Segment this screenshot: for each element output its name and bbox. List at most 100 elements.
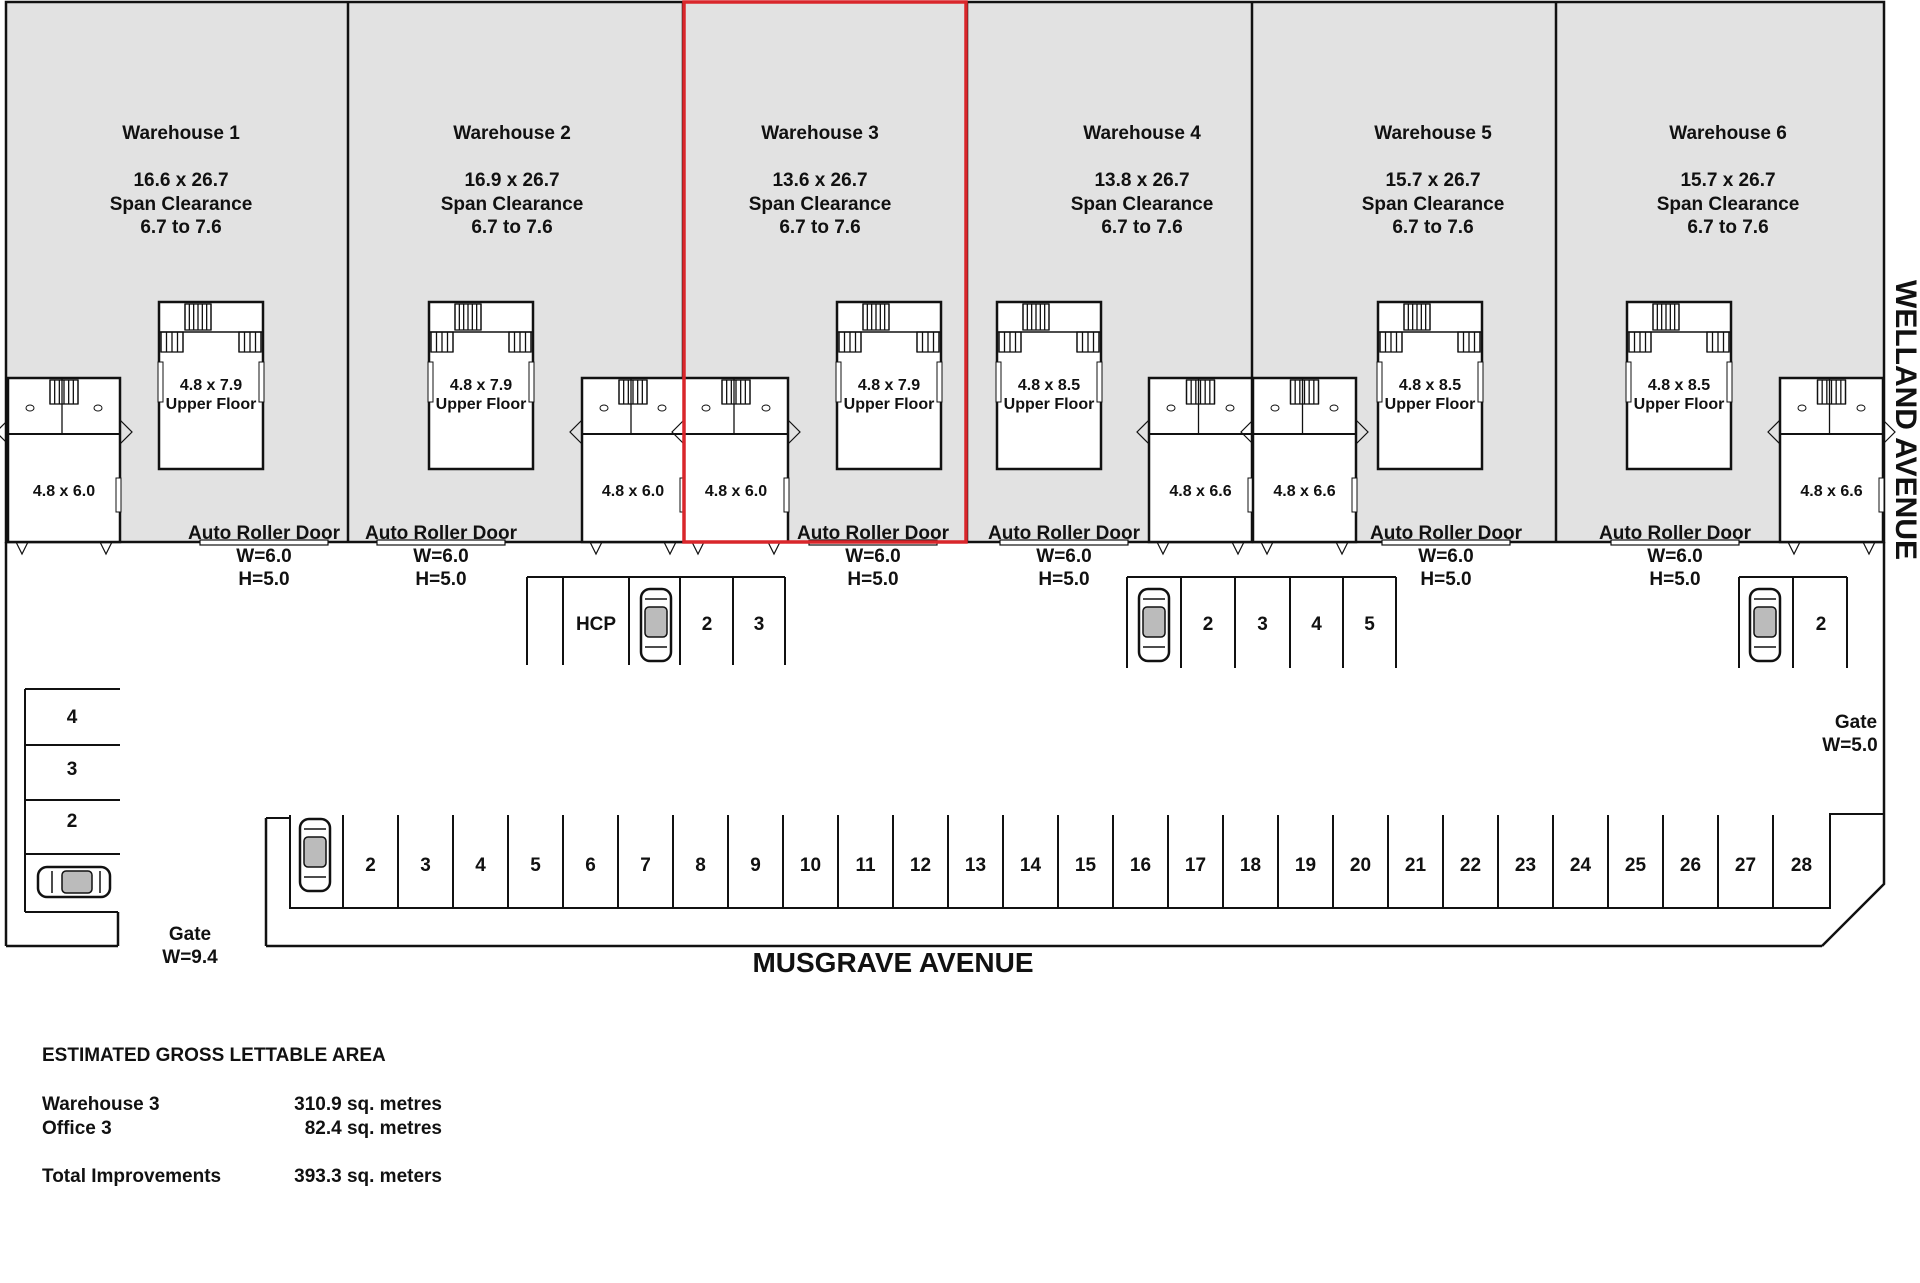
legend-row-total: Total Improvements 393.3 sq. meters <box>42 1165 442 1189</box>
parking-bay-number: 2 <box>365 855 376 876</box>
car-icon <box>298 817 332 893</box>
office-block: 4.8 x 6.0 <box>0 376 133 556</box>
area-legend: ESTIMATED GROSS LETTABLE AREA Warehouse … <box>42 1045 442 1189</box>
office-block: 4.8 x 6.6 <box>1767 376 1896 556</box>
roller-door-width: W=6.0 <box>413 546 468 567</box>
parking-bay-number: 3 <box>754 614 765 635</box>
legend-row-office: Office 3 82.4 sq. metres <box>42 1117 442 1141</box>
parking-group-top: HCP 2 3 <box>526 576 786 665</box>
span-clearance-value: 6.7 to 7.6 <box>1687 217 1768 238</box>
parking-bay-number: 16 <box>1130 855 1151 876</box>
office-block: 4.8 x 6.6 <box>1136 376 1265 556</box>
parking-bay-number: 14 <box>1020 855 1042 876</box>
parking-bay-number: 2 <box>1816 614 1827 635</box>
roller-door-label: Auto Roller Door <box>1599 523 1752 544</box>
span-clearance-value: 6.7 to 7.6 <box>779 217 860 238</box>
gate-right-width: W=5.0 <box>1822 735 1877 756</box>
office-size: 4.8 x 6.6 <box>1273 483 1335 500</box>
warehouse-dimensions: 13.8 x 26.7 <box>1094 170 1189 191</box>
office-block: 4.8 x 6.0 <box>671 376 801 556</box>
site-boundary <box>4 542 1886 948</box>
parking-bay-number: 5 <box>530 855 541 876</box>
upper-floor-label: Upper Floor <box>1634 396 1725 413</box>
legend-row-value: 310.9 sq. metres <box>294 1094 442 1115</box>
warehouse-3-highlight <box>682 0 968 544</box>
parking-bay-number: 15 <box>1075 855 1097 876</box>
roller-door-label: Auto Roller Door <box>365 523 518 544</box>
warehouse-dimensions: 16.9 x 26.7 <box>464 170 559 191</box>
span-clearance-value: 6.7 to 7.6 <box>471 217 552 238</box>
parking-bay-number: 2 <box>67 811 78 832</box>
warehouse-name: Warehouse 1 <box>122 123 240 144</box>
parking-bay-number: 8 <box>695 855 706 876</box>
warehouse-name: Warehouse 3 <box>761 123 879 144</box>
parking-bay-number: 21 <box>1405 855 1427 876</box>
warehouse-dimensions: 15.7 x 26.7 <box>1385 170 1480 191</box>
span-clearance-label: Span Clearance <box>1657 194 1800 215</box>
roller-door-width: W=6.0 <box>1418 546 1473 567</box>
parking-bay-number: 27 <box>1735 855 1756 876</box>
upper-floor-label: Upper Floor <box>166 396 257 413</box>
office-block: 4.8 x 6.6 <box>1240 376 1369 556</box>
parking-bay-number: 26 <box>1680 855 1701 876</box>
parking-group-left: 432 <box>24 688 120 913</box>
roller-door-height: H=5.0 <box>1038 569 1089 590</box>
roller-door-height: H=5.0 <box>847 569 898 590</box>
roller-door-height: H=5.0 <box>238 569 289 590</box>
gate-left-label: Gate <box>169 924 211 945</box>
gate-left-width: W=9.4 <box>162 947 218 968</box>
legend-total-value: 393.3 sq. meters <box>294 1166 442 1187</box>
warehouse-dimensions: 15.7 x 26.7 <box>1680 170 1775 191</box>
parking-bay-number: 2 <box>702 614 713 635</box>
parking-bay-number: 11 <box>855 855 876 876</box>
parking-bay-number: 25 <box>1625 855 1647 876</box>
parking-bay-number: 19 <box>1295 855 1316 876</box>
car-icon <box>1137 587 1171 663</box>
office-block: 4.8 x 6.0 <box>569 376 697 556</box>
parking-bay-number: 18 <box>1240 855 1261 876</box>
car-icon <box>639 587 673 663</box>
office-size: 4.8 x 6.6 <box>1169 483 1231 500</box>
parking-bay-number: 12 <box>910 855 931 876</box>
span-clearance-label: Span Clearance <box>441 194 584 215</box>
legend-row-label: Office 3 <box>42 1118 112 1139</box>
span-clearance-value: 6.7 to 7.6 <box>1392 217 1473 238</box>
parking-bay-number: HCP <box>576 614 616 635</box>
warehouse-dimensions: 16.6 x 26.7 <box>133 170 228 191</box>
roller-door-label: Auto Roller Door <box>1370 523 1523 544</box>
roller-door-height: H=5.0 <box>1420 569 1471 590</box>
warehouse-name: Warehouse 4 <box>1083 123 1201 144</box>
warehouse-name: Warehouse 6 <box>1669 123 1787 144</box>
upper-floor-size: 4.8 x 8.5 <box>1018 377 1080 394</box>
warehouse-dimensions: 13.6 x 26.7 <box>772 170 867 191</box>
office-size: 4.8 x 6.0 <box>705 483 767 500</box>
parking-bay-number: 3 <box>420 855 431 876</box>
office-size: 4.8 x 6.6 <box>1800 483 1862 500</box>
roller-door-width: W=6.0 <box>1647 546 1702 567</box>
parking-bay-number: 4 <box>67 707 78 728</box>
office-size: 4.8 x 6.0 <box>602 483 664 500</box>
street-musgrave: MUSGRAVE AVENUE <box>752 947 1033 978</box>
span-clearance-label: Span Clearance <box>1362 194 1505 215</box>
roller-door-label: Auto Roller Door <box>797 523 950 544</box>
span-clearance-label: Span Clearance <box>110 194 253 215</box>
parking-bay-number: 17 <box>1185 855 1206 876</box>
street-welland: WELLAND AVENUE <box>1889 280 1920 560</box>
parking-bay-number: 7 <box>640 855 651 876</box>
